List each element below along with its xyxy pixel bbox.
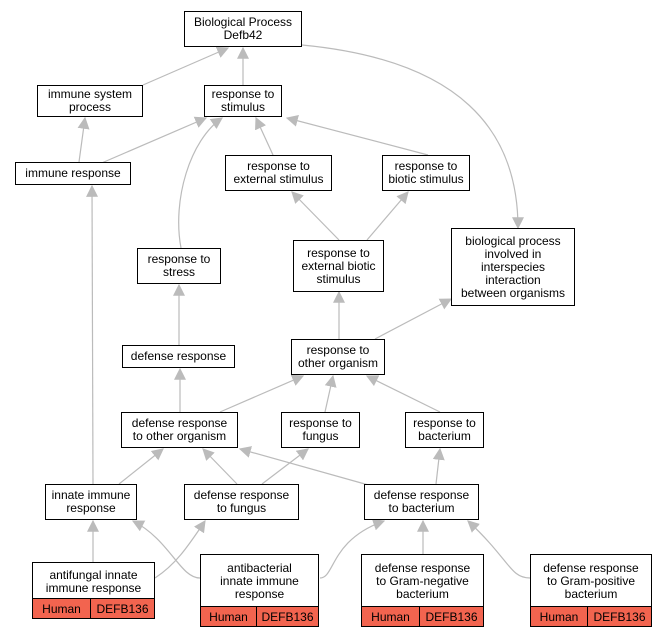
gene-label: DEFB136 [257, 606, 318, 626]
is-a-edge [219, 374, 305, 413]
is-a-edge [86, 184, 99, 485]
is-a-edge [366, 191, 409, 241]
go-term-node[interactable]: response to stress [137, 248, 221, 284]
species-label: Human [531, 606, 588, 626]
go-term-node[interactable]: response to biotic stimulus [382, 155, 470, 191]
is-a-edge [131, 520, 201, 579]
is-a-edge [467, 520, 531, 579]
is-a-edge [324, 374, 337, 413]
annotated-go-term-node[interactable]: defense response to Gram-negative bacter… [361, 554, 484, 627]
annotated-term-label: defense response to Gram-positive bacter… [543, 561, 639, 601]
is-a-edge [202, 448, 238, 485]
is-a-edge [238, 446, 373, 487]
annotated-go-term-node[interactable]: defense response to Gram-positive bacter… [530, 554, 652, 627]
go-term-node[interactable]: response to bacterium [405, 412, 484, 448]
is-a-edge [96, 116, 208, 166]
is-a-edge [142, 46, 230, 86]
go-term-node[interactable]: response to external stimulus [225, 155, 332, 191]
annotated-term-label: antibacterial innate immune response [220, 561, 299, 601]
is-a-edge [285, 114, 429, 156]
is-a-edge [319, 518, 386, 579]
go-term-node[interactable]: response to stimulus [204, 85, 282, 117]
is-a-edge [118, 448, 164, 485]
go-term-node[interactable]: response to other organism [291, 339, 385, 375]
species-label: Human [362, 606, 420, 626]
gene-label: DEFB136 [91, 598, 154, 618]
go-term-node[interactable]: response to external biotic stimulus [293, 240, 384, 292]
go-term-node[interactable]: defense response to bacterium [364, 484, 479, 520]
gene-label: DEFB136 [588, 606, 651, 626]
go-term-node[interactable]: immune response [15, 162, 131, 185]
is-a-edge [291, 191, 340, 241]
go-term-node[interactable]: defense response to fungus [184, 484, 299, 520]
species-label: Human [33, 598, 91, 618]
is-a-edge [261, 448, 309, 485]
annotated-term-label: antifungal innate immune response [45, 567, 142, 595]
is-a-edge [255, 116, 274, 156]
is-a-edge [301, 44, 524, 230]
go-term-node[interactable]: Biological Process Defb42 [184, 11, 302, 47]
is-a-edge [365, 375, 441, 413]
go-term-node[interactable]: defense response to other organism [121, 412, 238, 448]
go-term-node[interactable]: immune system process [37, 85, 143, 117]
go-term-node[interactable]: response to fungus [281, 412, 360, 448]
is-a-edge [432, 447, 445, 485]
gene-label: DEFB136 [420, 606, 483, 626]
is-a-edge [178, 117, 223, 249]
is-a-edge [374, 298, 453, 340]
is-a-edge [154, 520, 206, 579]
go-term-node[interactable]: defense response [122, 345, 235, 368]
annotated-term-label: defense response to Gram-negative bacter… [374, 561, 471, 601]
species-label: Human [201, 606, 257, 626]
go-term-node[interactable]: biological process involved in interspec… [451, 228, 575, 306]
is-a-edge [77, 116, 90, 163]
go-term-node[interactable]: innate immune response [45, 484, 137, 520]
